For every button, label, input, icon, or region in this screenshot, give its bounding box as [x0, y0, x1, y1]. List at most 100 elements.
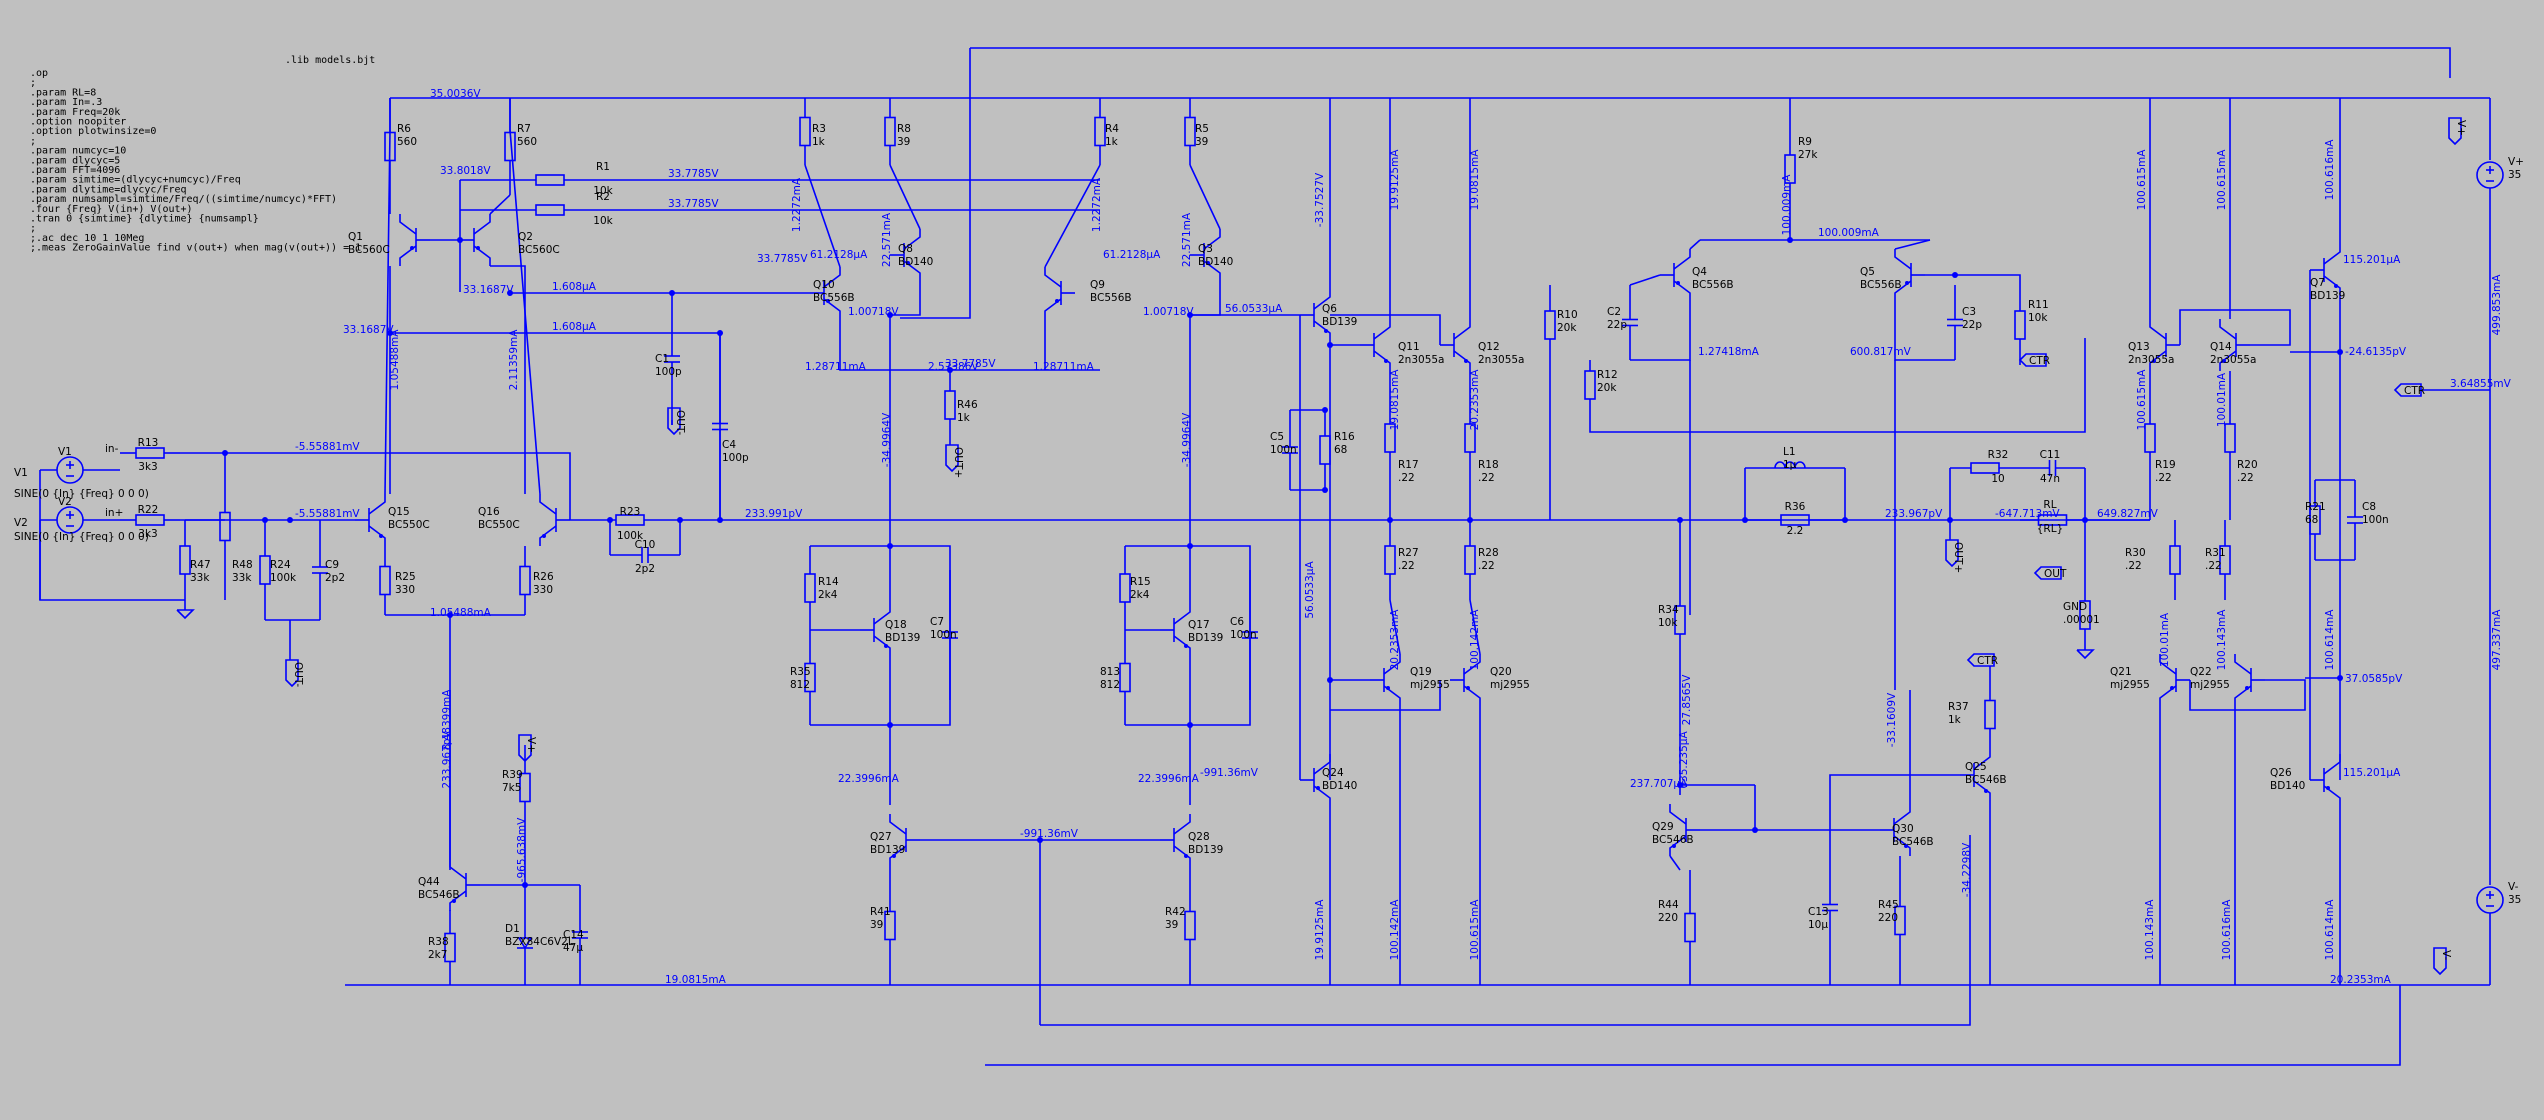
wire [2179, 309, 2291, 346]
component-value: 20k [1597, 382, 1617, 394]
net-flag [2448, 117, 2462, 146]
node-annotation: 1.608µA [552, 281, 597, 293]
component-value: BD139 [1322, 316, 1357, 328]
node-annotation: 100.142mA [1389, 899, 1401, 961]
node-annotation: 499.853mA [2491, 274, 2503, 336]
node-annotation: 20.2353mA [1389, 609, 1401, 671]
component-name: Q19 [1410, 666, 1432, 678]
transistor-arrow [1316, 786, 1320, 790]
resistor [1119, 573, 1131, 603]
transistor-emitter [473, 245, 491, 266]
transistor-arrow [906, 261, 910, 265]
transistor-emitter [1313, 785, 1331, 806]
node-annotation: 100.615mA [2216, 149, 2228, 211]
component-value: 10 [1991, 473, 2004, 485]
transistor-collector [1669, 804, 1687, 825]
resistor [519, 565, 531, 596]
component-value: 2n3055a [2128, 354, 2175, 366]
component-name: R34 [1658, 604, 1679, 616]
component-name: R41 [870, 906, 891, 918]
component-name: R23 [620, 506, 641, 518]
resistor [1780, 514, 1810, 526]
component-name: Q11 [1398, 341, 1420, 353]
transistor-collector [2323, 754, 2341, 775]
junction-dot [1467, 517, 1473, 523]
component-name: C6 [1230, 616, 1244, 628]
transistor-emitter [1044, 298, 1062, 319]
transistor-arrow [1676, 281, 1680, 285]
component-value: 1µ [1783, 459, 1797, 471]
transistor-emitter [889, 845, 907, 866]
component-value: BC546B [1652, 834, 1694, 846]
node-annotation: 3.64855mV [2450, 378, 2512, 390]
transistor-arrow [476, 246, 480, 250]
component-name: D1 [505, 923, 520, 935]
component-value: BC556B [1692, 279, 1734, 291]
resistor [259, 555, 271, 585]
component-name: Q18 [885, 619, 907, 631]
net-label: OUT+ [1952, 542, 1964, 573]
node-annotation: 115.201µA [2343, 767, 2401, 779]
component-value: BD139 [2310, 290, 2345, 302]
component-name: V- [2508, 881, 2519, 893]
transistor-emitter [1463, 685, 1481, 706]
wire [1469, 599, 1481, 655]
component-value: 1k [1105, 136, 1119, 148]
transistor-collector [1463, 654, 1481, 675]
net-flag [1945, 539, 1959, 568]
transistor-collector [399, 214, 417, 235]
node-annotation: 19.0815mA [1469, 149, 1481, 211]
component-value: BC550C [388, 519, 430, 531]
resistor [504, 131, 516, 162]
resistor [799, 116, 811, 147]
wire [1629, 274, 1661, 286]
net-label: V+ [2455, 120, 2467, 136]
component-value: BD140 [1198, 256, 1233, 268]
node-annotation: 233.991pV [745, 508, 803, 520]
junction-dot [1327, 342, 1333, 348]
transistor-emitter [1173, 845, 1191, 866]
component-name: C13 [1808, 906, 1829, 918]
component-value: 7k5 [502, 782, 521, 794]
net-flag [2033, 566, 2062, 580]
component-name: R48 [232, 559, 253, 571]
net-flag [2393, 383, 2422, 397]
net-flag [285, 659, 299, 688]
transistor-arrow [1466, 686, 1470, 690]
component-name: Q10 [813, 279, 835, 291]
node-annotation: 37.0585pV [2345, 673, 2403, 685]
transistor-collector [873, 604, 891, 625]
component-value: 220 [1878, 912, 1898, 924]
resistor [2014, 310, 2026, 340]
resistor [135, 514, 165, 526]
component-value: .22 [2205, 560, 2222, 572]
transistor-arrow [2326, 786, 2330, 790]
resistor [1384, 545, 1396, 575]
transistor-collector [2234, 654, 2252, 675]
component-name: R46 [957, 399, 978, 411]
component-value: mj2955 [2110, 679, 2150, 691]
component-name: Q29 [1652, 821, 1674, 833]
junction-dot [1677, 517, 1683, 523]
transistor-collector [1173, 814, 1191, 835]
transistor-arrow [1206, 261, 1210, 265]
component-name: Q21 [2110, 666, 2132, 678]
component-name: Q17 [1188, 619, 1210, 631]
component-name: R6 [397, 123, 411, 135]
resistor [1094, 116, 1106, 147]
component-value: 100p [655, 366, 682, 378]
spice-directive: .param In=.3 [30, 97, 102, 108]
component-name: R45 [1878, 899, 1899, 911]
component-name: R30 [2125, 547, 2146, 559]
component-value: 100n [1270, 444, 1297, 456]
spice-directive: .param simtime=(dlycyc+numcyc)/Freq [30, 175, 241, 186]
transistor-arrow [892, 854, 896, 858]
node-annotation: -34.2298V [1961, 842, 1973, 897]
transistor-collector [1173, 604, 1191, 625]
component-value: 10k [2028, 312, 2048, 324]
voltage-source [2476, 161, 2504, 189]
component-value: 33k [232, 572, 252, 584]
spice-directive: .param dlycyc=5 [30, 155, 120, 166]
component-name: Q30 [1892, 823, 1914, 835]
component-value: .22 [1398, 472, 1415, 484]
